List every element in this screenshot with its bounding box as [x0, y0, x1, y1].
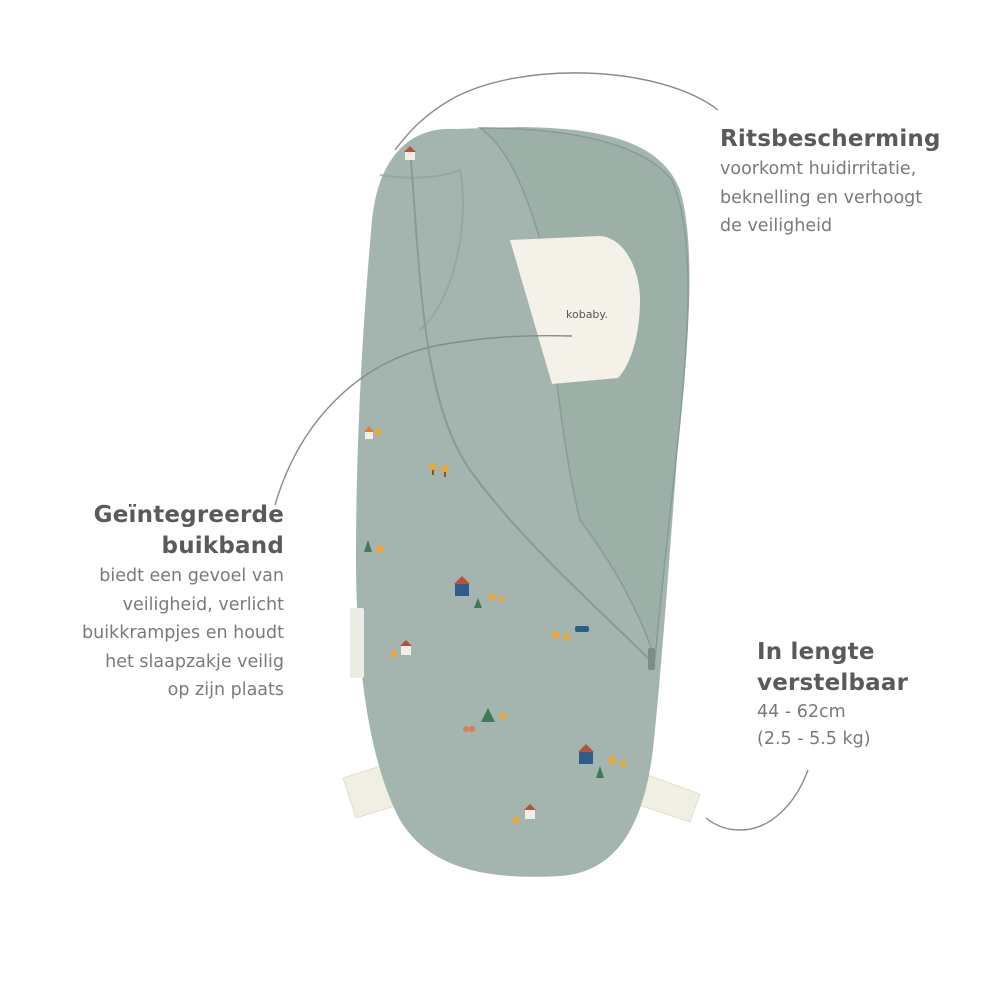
brand-tag-text: kobaby.	[566, 308, 608, 321]
feature-zipper-protection: Ritsbescherming voorkomt huidirritatie, …	[720, 124, 990, 241]
feature-bellyband-line: buikkrampjes en houdt	[82, 623, 284, 643]
zipper-pull	[648, 648, 655, 670]
callout-line-bellyband	[274, 334, 573, 506]
fabric-pattern	[364, 146, 627, 824]
zipper-seam	[409, 149, 656, 666]
feature-bellyband-title-line: buikband	[161, 533, 284, 559]
callout-line-zipper	[394, 72, 719, 151]
feature-length-line: 44 - 62cm	[757, 702, 846, 722]
feature-bellyband-line: op zijn plaats	[167, 680, 284, 700]
feature-bellyband-line: het slaapzakje veilig	[105, 651, 284, 672]
feature-length-title-line: In lengte	[757, 639, 875, 665]
feature-bellyband-line: veiligheid, verlicht	[122, 594, 284, 615]
feature-bellyband-title-line: Geïntegreerde	[93, 502, 284, 528]
feature-bellyband-line: biedt een gevoel van	[99, 566, 284, 586]
feature-integrated-bellyband: Geïntegreerde buikband biedt een gevoel …	[30, 500, 284, 705]
feature-zipper-line: voorkomt huidirritatie,	[720, 159, 917, 179]
feature-zipper-line: de veiligheid	[720, 216, 833, 236]
feature-adjustable-length: In lengte verstelbaar 44 - 62cm (2.5 - 5…	[757, 637, 977, 753]
feature-length-line: (2.5 - 5.5 kg)	[757, 729, 871, 749]
brand-tag	[510, 236, 640, 384]
care-label	[350, 608, 364, 678]
feature-length-title-line: verstelbaar	[757, 670, 909, 696]
feature-zipper-title: Ritsbescherming	[720, 126, 941, 152]
callout-line-length	[705, 769, 809, 831]
tree	[364, 540, 372, 552]
feature-zipper-line: beknelling en verhoogt	[720, 187, 923, 208]
